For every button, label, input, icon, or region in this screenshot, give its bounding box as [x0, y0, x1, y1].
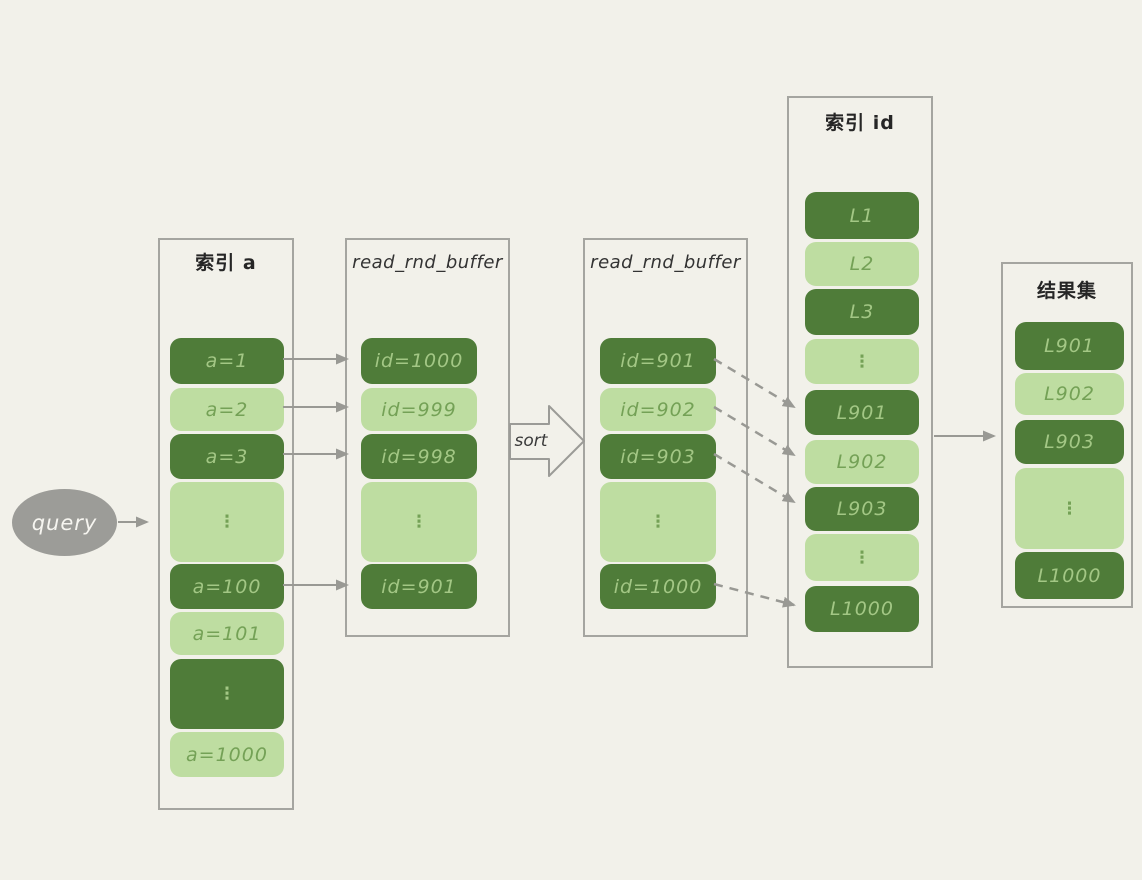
box-id-998: id=998 — [361, 434, 477, 479]
box-l901: L901 — [1015, 322, 1124, 370]
panel-title-index-id: 索引 id — [825, 112, 895, 134]
box-id-903: id=903 — [600, 434, 716, 479]
box-ellipsis: ⋮ — [361, 482, 477, 562]
box-ellipsis: ⋮ — [805, 534, 919, 581]
panel-read-rnd-buffer-sorted: read_rnd_buffer id=901 id=902 id=903 ⋮ i… — [583, 238, 748, 637]
box-l903: L903 — [805, 487, 919, 531]
sort-label: sort — [514, 431, 548, 451]
box-a-100: a=100 — [170, 564, 284, 609]
query-label: query — [31, 510, 98, 535]
box-ellipsis: ⋮ — [805, 339, 919, 384]
box-a-1000: a=1000 — [170, 732, 284, 777]
box-l1: L1 — [805, 192, 919, 239]
box-id-1000: id=1000 — [600, 564, 716, 609]
box-a-1: a=1 — [170, 338, 284, 384]
panel-title-read-rnd-buffer: read_rnd_buffer — [590, 252, 741, 273]
box-ellipsis: ⋮ — [1015, 468, 1124, 549]
box-id-901: id=901 — [361, 564, 477, 609]
query-ellipse: query — [12, 489, 117, 556]
box-l901: L901 — [805, 390, 919, 435]
box-id-902: id=902 — [600, 388, 716, 431]
box-l2: L2 — [805, 242, 919, 286]
box-l1000: L1000 — [805, 586, 919, 632]
box-id-1000: id=1000 — [361, 338, 477, 384]
box-a-3: a=3 — [170, 434, 284, 479]
panel-index-id: 索引 id L1 L2 L3 ⋮ L901 L902 L903 ⋮ L1000 — [787, 96, 933, 668]
box-id-999: id=999 — [361, 388, 477, 431]
box-id-901: id=901 — [600, 338, 716, 384]
box-l902: L902 — [805, 440, 919, 484]
box-l902: L902 — [1015, 373, 1124, 415]
panel-title-result-set: 结果集 — [1036, 280, 1097, 302]
box-l3: L3 — [805, 289, 919, 335]
panel-index-a: 索引 a a=1 a=2 a=3 ⋮ a=100 a=101 ⋮ a=1000 — [158, 238, 294, 810]
panel-read-rnd-buffer-unsorted: read_rnd_buffer id=1000 id=999 id=998 ⋮ … — [345, 238, 510, 637]
panel-title-index-a: 索引 a — [195, 252, 257, 274]
box-a-2: a=2 — [170, 388, 284, 431]
box-l903: L903 — [1015, 420, 1124, 464]
box-a-101: a=101 — [170, 612, 284, 655]
panel-title-read-rnd-buffer: read_rnd_buffer — [352, 252, 503, 273]
box-l1000: L1000 — [1015, 552, 1124, 599]
box-ellipsis: ⋮ — [600, 482, 716, 562]
box-ellipsis: ⋮ — [170, 482, 284, 562]
panel-result-set: 结果集 L901 L902 L903 ⋮ L1000 — [1001, 262, 1133, 608]
box-ellipsis: ⋮ — [170, 659, 284, 729]
